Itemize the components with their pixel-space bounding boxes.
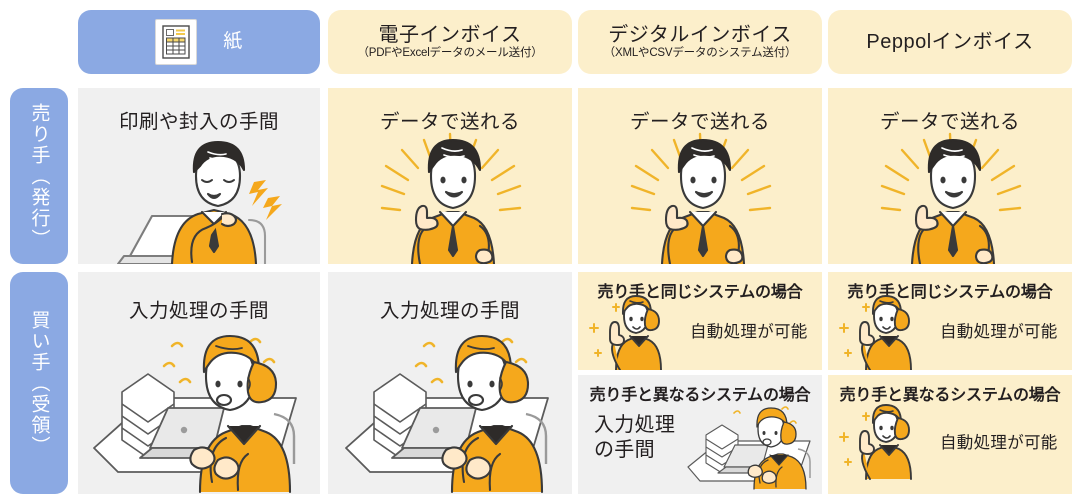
cell-title: 入力処理の手間 [379,300,520,322]
sub-cell-heading: 売り手と同じシステムの場合 [597,284,803,301]
cell-title: データで送れる [879,111,1020,133]
column-header-peppol: Peppolインボイス [828,10,1072,74]
sub-cell-body: 自動処理が可能 [940,434,1058,452]
column-header-title: 紙 [223,31,243,53]
man-tired-laptop-illustration [108,136,293,264]
row-label-seller: 売り手（発行） [10,88,68,264]
row-label-buyer: 買い手（受領） [10,272,68,494]
cell-title: 入力処理の手間 [128,300,269,322]
row-label-text: 買い手（受領） [28,309,50,457]
cell-title: データで送れる [629,111,770,133]
woman-laptop-papers-illustration [88,322,310,494]
row-label-text: 売り手（発行） [28,102,50,250]
column-header-title: 電子インボイス [378,23,522,46]
woman-laptop-papers-small-illustration [686,405,818,490]
cell-buyer-peppol-same-system: 売り手と同じシステムの場合 [828,272,1072,370]
cell-seller-denshi: データで送れる [328,88,572,264]
column-header-title: デジタルインボイス [608,23,792,46]
column-header-denshi: 電子インボイス （PDFやExcelデータのメール送付） [328,10,572,74]
column-header-subtitle: （XMLやCSVデータのシステム送付） [603,47,797,60]
man-thumbs-up-illustration [618,132,784,264]
column-header-digital: デジタルインボイス （XMLやCSVデータのシステム送付） [578,10,822,74]
cell-buyer-peppol-different-system: 売り手と異なるシステムの場合 [828,375,1072,494]
column-header-subtitle: （PDFやExcelデータのメール送付） [357,47,543,60]
woman-point-up-illustration [586,295,666,370]
cell-buyer-digital-same-system: 売り手と同じシステムの場合 [578,272,822,370]
sub-cell-heading: 売り手と異なるシステムの場合 [839,387,1061,404]
column-header-paper: 紙 [78,10,320,74]
woman-laptop-papers-illustration [340,322,562,494]
cell-buyer-paper: 入力処理の手間 [78,272,320,494]
cell-title: 印刷や封入の手間 [118,111,279,133]
man-thumbs-up-illustration [868,132,1034,264]
cell-seller-paper: 印刷や封入の手間 [78,88,320,264]
cell-buyer-digital-different-system: 売り手と異なるシステムの場合 入力処理 の手間 [578,375,822,494]
cell-buyer-denshi: 入力処理の手間 [328,272,572,494]
cell-seller-digital: データで送れる [578,88,822,264]
cell-seller-peppol: データで送れる [828,88,1072,264]
woman-point-up-illustration [836,295,916,370]
woman-point-up-illustration [836,404,916,480]
cell-title: データで送れる [379,111,520,133]
man-thumbs-up-illustration [368,132,534,264]
invoice-document-icon [155,19,198,65]
column-header-title: Peppolインボイス [866,30,1034,53]
sub-cell-body: 自動処理が可能 [940,323,1058,341]
sub-cell-body: 入力処理 の手間 [594,414,676,461]
sub-cell-heading: 売り手と異なるシステムの場合 [589,387,811,404]
sub-cell-body: 自動処理が可能 [690,323,808,341]
sub-cell-heading: 売り手と同じシステムの場合 [847,284,1053,301]
